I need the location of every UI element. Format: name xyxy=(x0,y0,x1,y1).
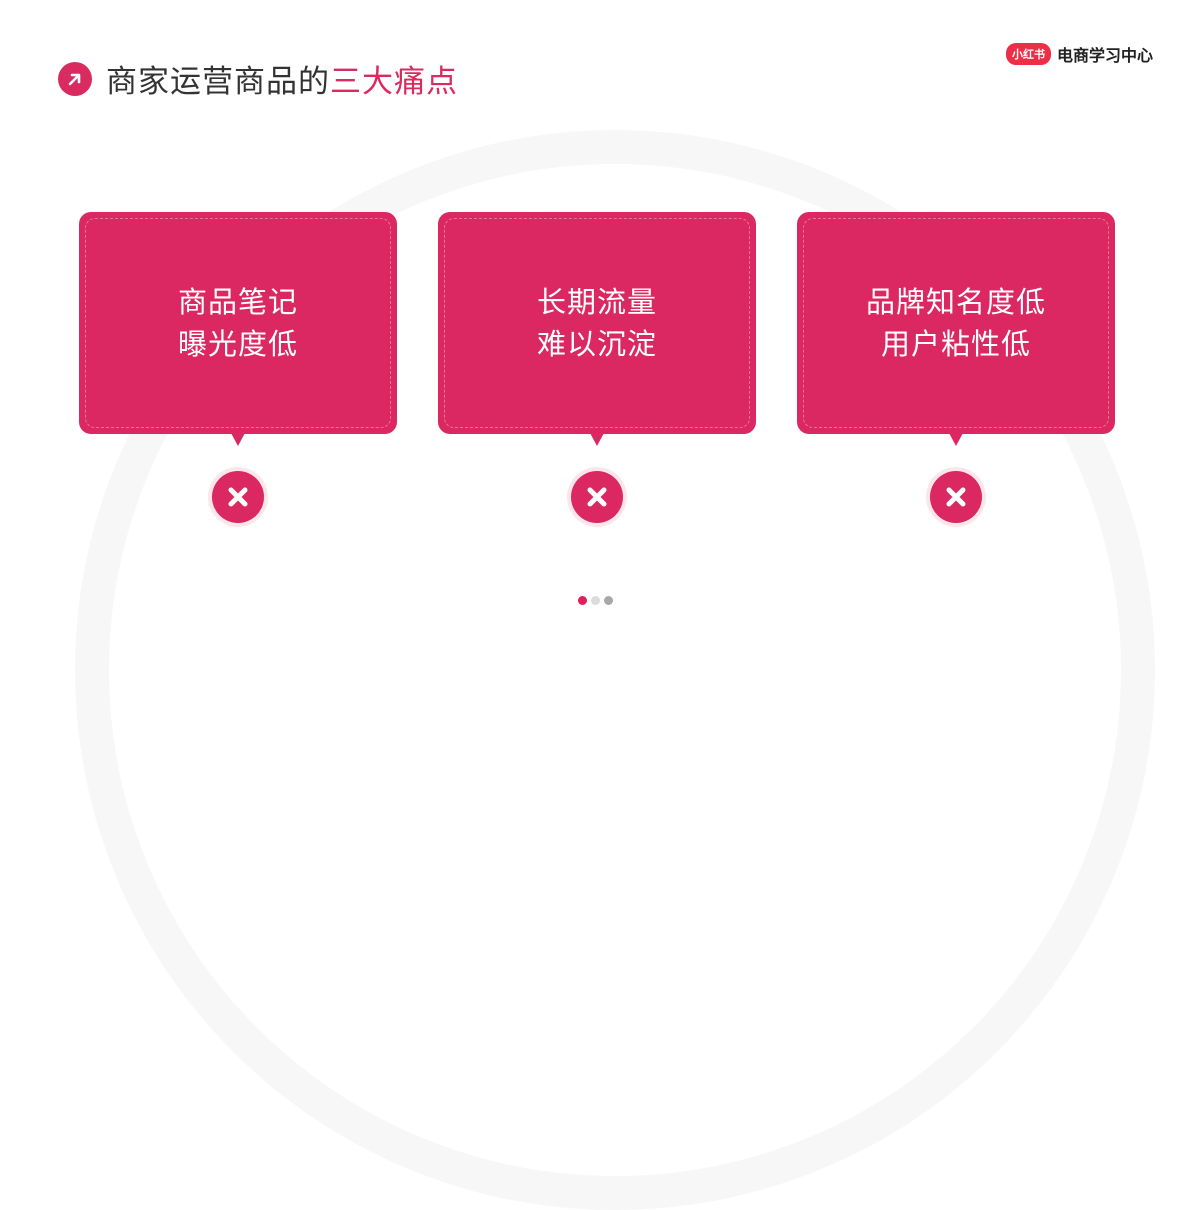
brand-badge: 小红书 xyxy=(1006,43,1051,65)
card-line-2: 曝光度低 xyxy=(177,327,298,361)
callout-tail xyxy=(590,433,604,446)
callout-tail xyxy=(949,433,963,446)
x-icon xyxy=(212,471,264,523)
page-title: 商家运营商品的三大痛点 xyxy=(106,64,458,100)
card-line-1: 商品笔记 xyxy=(177,285,298,319)
card-line-1: 品牌知名度低 xyxy=(865,285,1046,319)
brand-logo: 小红书 电商学习中心 xyxy=(1006,42,1153,66)
x-icon xyxy=(571,471,623,523)
card-line-2: 用户粘性低 xyxy=(880,327,1031,361)
pagination-dots xyxy=(578,596,617,605)
pagination-dot[interactable] xyxy=(591,596,600,605)
pain-point-card-1: 商品笔记 曝光度低 xyxy=(79,212,397,446)
brand-text: 电商学习中心 xyxy=(1057,46,1154,65)
pagination-dot-active[interactable] xyxy=(578,596,587,605)
pain-point-card-3: 品牌知名度低 用户粘性低 xyxy=(797,212,1115,446)
arrow-up-right-icon xyxy=(58,61,92,96)
page-header: 商家运营商品的三大痛点 xyxy=(58,56,458,101)
x-icon xyxy=(930,471,982,523)
card-line-2: 难以沉淀 xyxy=(536,327,657,361)
title-highlight: 三大痛点 xyxy=(330,64,458,100)
callout-tail xyxy=(231,433,245,446)
pain-point-card-2: 长期流量 难以沉淀 xyxy=(438,212,756,446)
pagination-dot[interactable] xyxy=(604,596,613,605)
card-line-1: 长期流量 xyxy=(536,285,657,319)
